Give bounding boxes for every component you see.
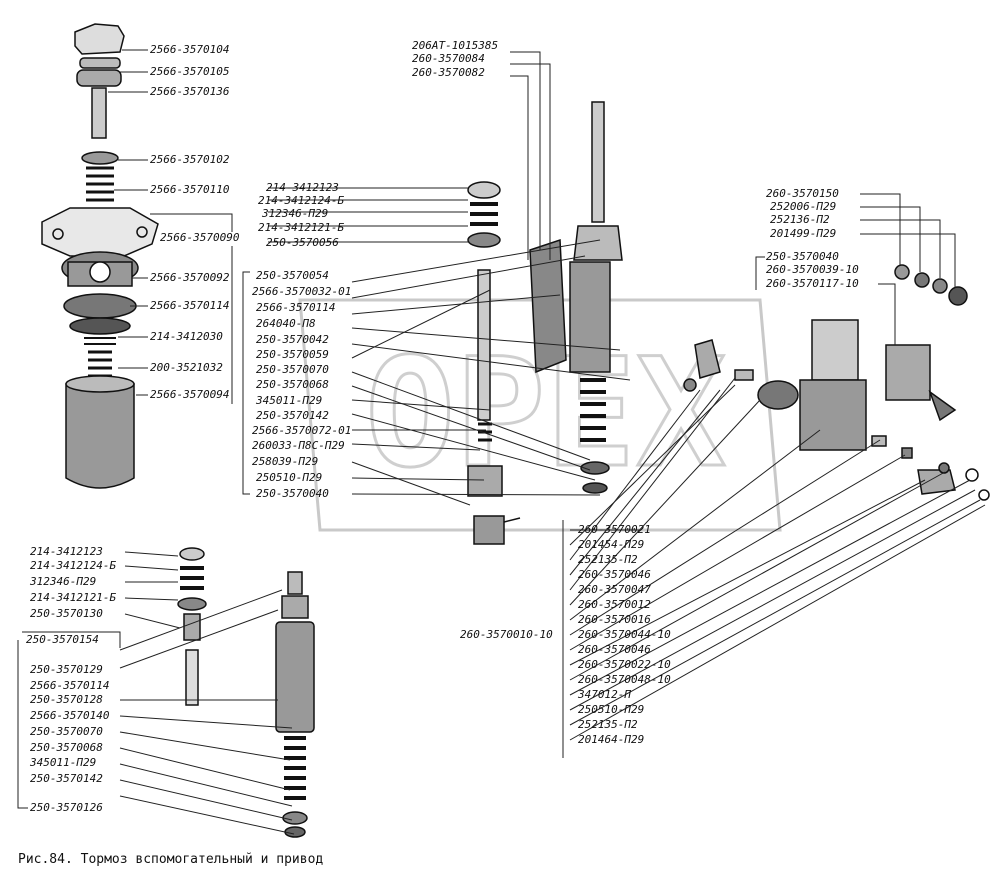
part-label: 2566-3570136 (150, 85, 230, 98)
part-label: 345011-П29 (30, 756, 97, 769)
part-label: 2566-3570114 (150, 299, 230, 312)
part-label: 250-3570070 (30, 725, 103, 738)
part-label: 260-3570150 (766, 187, 839, 200)
part-label: 250-3570068 (256, 378, 329, 391)
part-label: 260-3570022-10 (578, 658, 671, 671)
part-label: 250-3570042 (256, 333, 329, 346)
part-label: 2566-3570072-01 (252, 424, 352, 437)
part-label: 250-3570040 (256, 487, 329, 500)
part-label: 260-3570117-10 (766, 277, 859, 290)
part-label: 250-3570070 (256, 363, 329, 376)
upper-left-assembly (41, 23, 159, 489)
part-label: 214-3412124-Б (258, 194, 345, 207)
part-label: 250-3570056 (266, 236, 339, 249)
part-label: 345011-П29 (256, 394, 323, 407)
part-label: 250-3570068 (30, 741, 103, 754)
part-label: 260-3570084 (412, 52, 485, 65)
part-label: 260-3570021 (578, 523, 651, 536)
part-label: 214-3412123 (30, 545, 103, 558)
part-label: 2566-3570110 (150, 183, 230, 196)
center-assembly (467, 101, 623, 545)
figure-caption: Рис.84. Тормоз вспомогательный и привод (18, 852, 324, 867)
part-label: 260-3570046 (578, 643, 651, 656)
part-label: 250-3570142 (30, 772, 103, 785)
part-label: 250-3570142 (256, 409, 329, 422)
part-label: 2566-3570102 (150, 153, 230, 166)
part-label: 347012-П (578, 688, 631, 701)
part-label: 260-3570082 (412, 66, 485, 79)
part-label: 264040-П8 (256, 317, 316, 330)
part-label: 260033-П8С-П29 (252, 439, 345, 452)
part-label: 260-3570016 (578, 613, 651, 626)
part-label: 252006-П29 (770, 200, 837, 213)
part-label: 260-3570048-10 (578, 673, 671, 686)
part-label: 260-3570047 (578, 583, 651, 596)
part-label: 214-3412030 (150, 330, 223, 343)
part-label: 250-3570126 (30, 801, 103, 814)
part-label: 260-3570012 (578, 598, 651, 611)
part-label: 2566-3570032-01 (252, 285, 352, 298)
part-label: 206АТ-1015385 (412, 39, 499, 52)
part-label: 201499-П29 (770, 227, 837, 240)
part-label: 250-3570154 (26, 633, 99, 646)
part-label: 250-3570130 (30, 607, 103, 620)
part-label: 260-3570046 (578, 568, 651, 581)
part-label: 2566-3570114 (30, 679, 110, 692)
part-label: 2566-3570094 (150, 388, 230, 401)
lower-left-assembly (177, 547, 315, 838)
part-label: 214-3412124-Б (30, 559, 117, 572)
right-assembly (683, 264, 990, 501)
part-label: 250-3570128 (30, 693, 103, 706)
part-label: 250-3570059 (256, 348, 329, 361)
part-label: 2566-3570104 (150, 43, 230, 56)
part-label: 252136-П2 (770, 213, 830, 226)
part-label: 250510-П29 (256, 471, 323, 484)
part-label: 258039-П29 (252, 455, 319, 468)
part-label: 260-3570044-10 (578, 628, 671, 641)
part-label: 260-3570039-10 (766, 263, 859, 276)
part-label: 2566-3570114 (256, 301, 336, 314)
part-label: 214-3412123 (266, 181, 339, 194)
part-label: 252135-П2 (578, 553, 638, 566)
part-label: 260-3570010-10 (460, 628, 553, 641)
part-label: 252135-П2 (578, 718, 638, 731)
part-label: 2566-3570090 (160, 231, 240, 244)
part-label: 250-3570054 (256, 269, 329, 282)
part-label: 2566-3570092 (150, 271, 230, 284)
part-label: 2566-3570140 (30, 709, 110, 722)
part-label: 250510-П29 (578, 703, 645, 716)
part-label: 201454-П29 (578, 538, 645, 551)
part-label: 201464-П29 (578, 733, 645, 746)
part-label: 312346-П29 (30, 575, 97, 588)
part-label: 214-3412121-Б (30, 591, 117, 604)
part-label: 214-3412121-Б (258, 221, 345, 234)
part-label: 200-3521032 (150, 361, 223, 374)
part-label: 2566-3570105 (150, 65, 230, 78)
leader-lines (17, 49, 986, 835)
part-label: 250-3570040 (766, 250, 839, 263)
part-label: 250-3570129 (30, 663, 103, 676)
part-label: 312346-П29 (262, 207, 329, 220)
